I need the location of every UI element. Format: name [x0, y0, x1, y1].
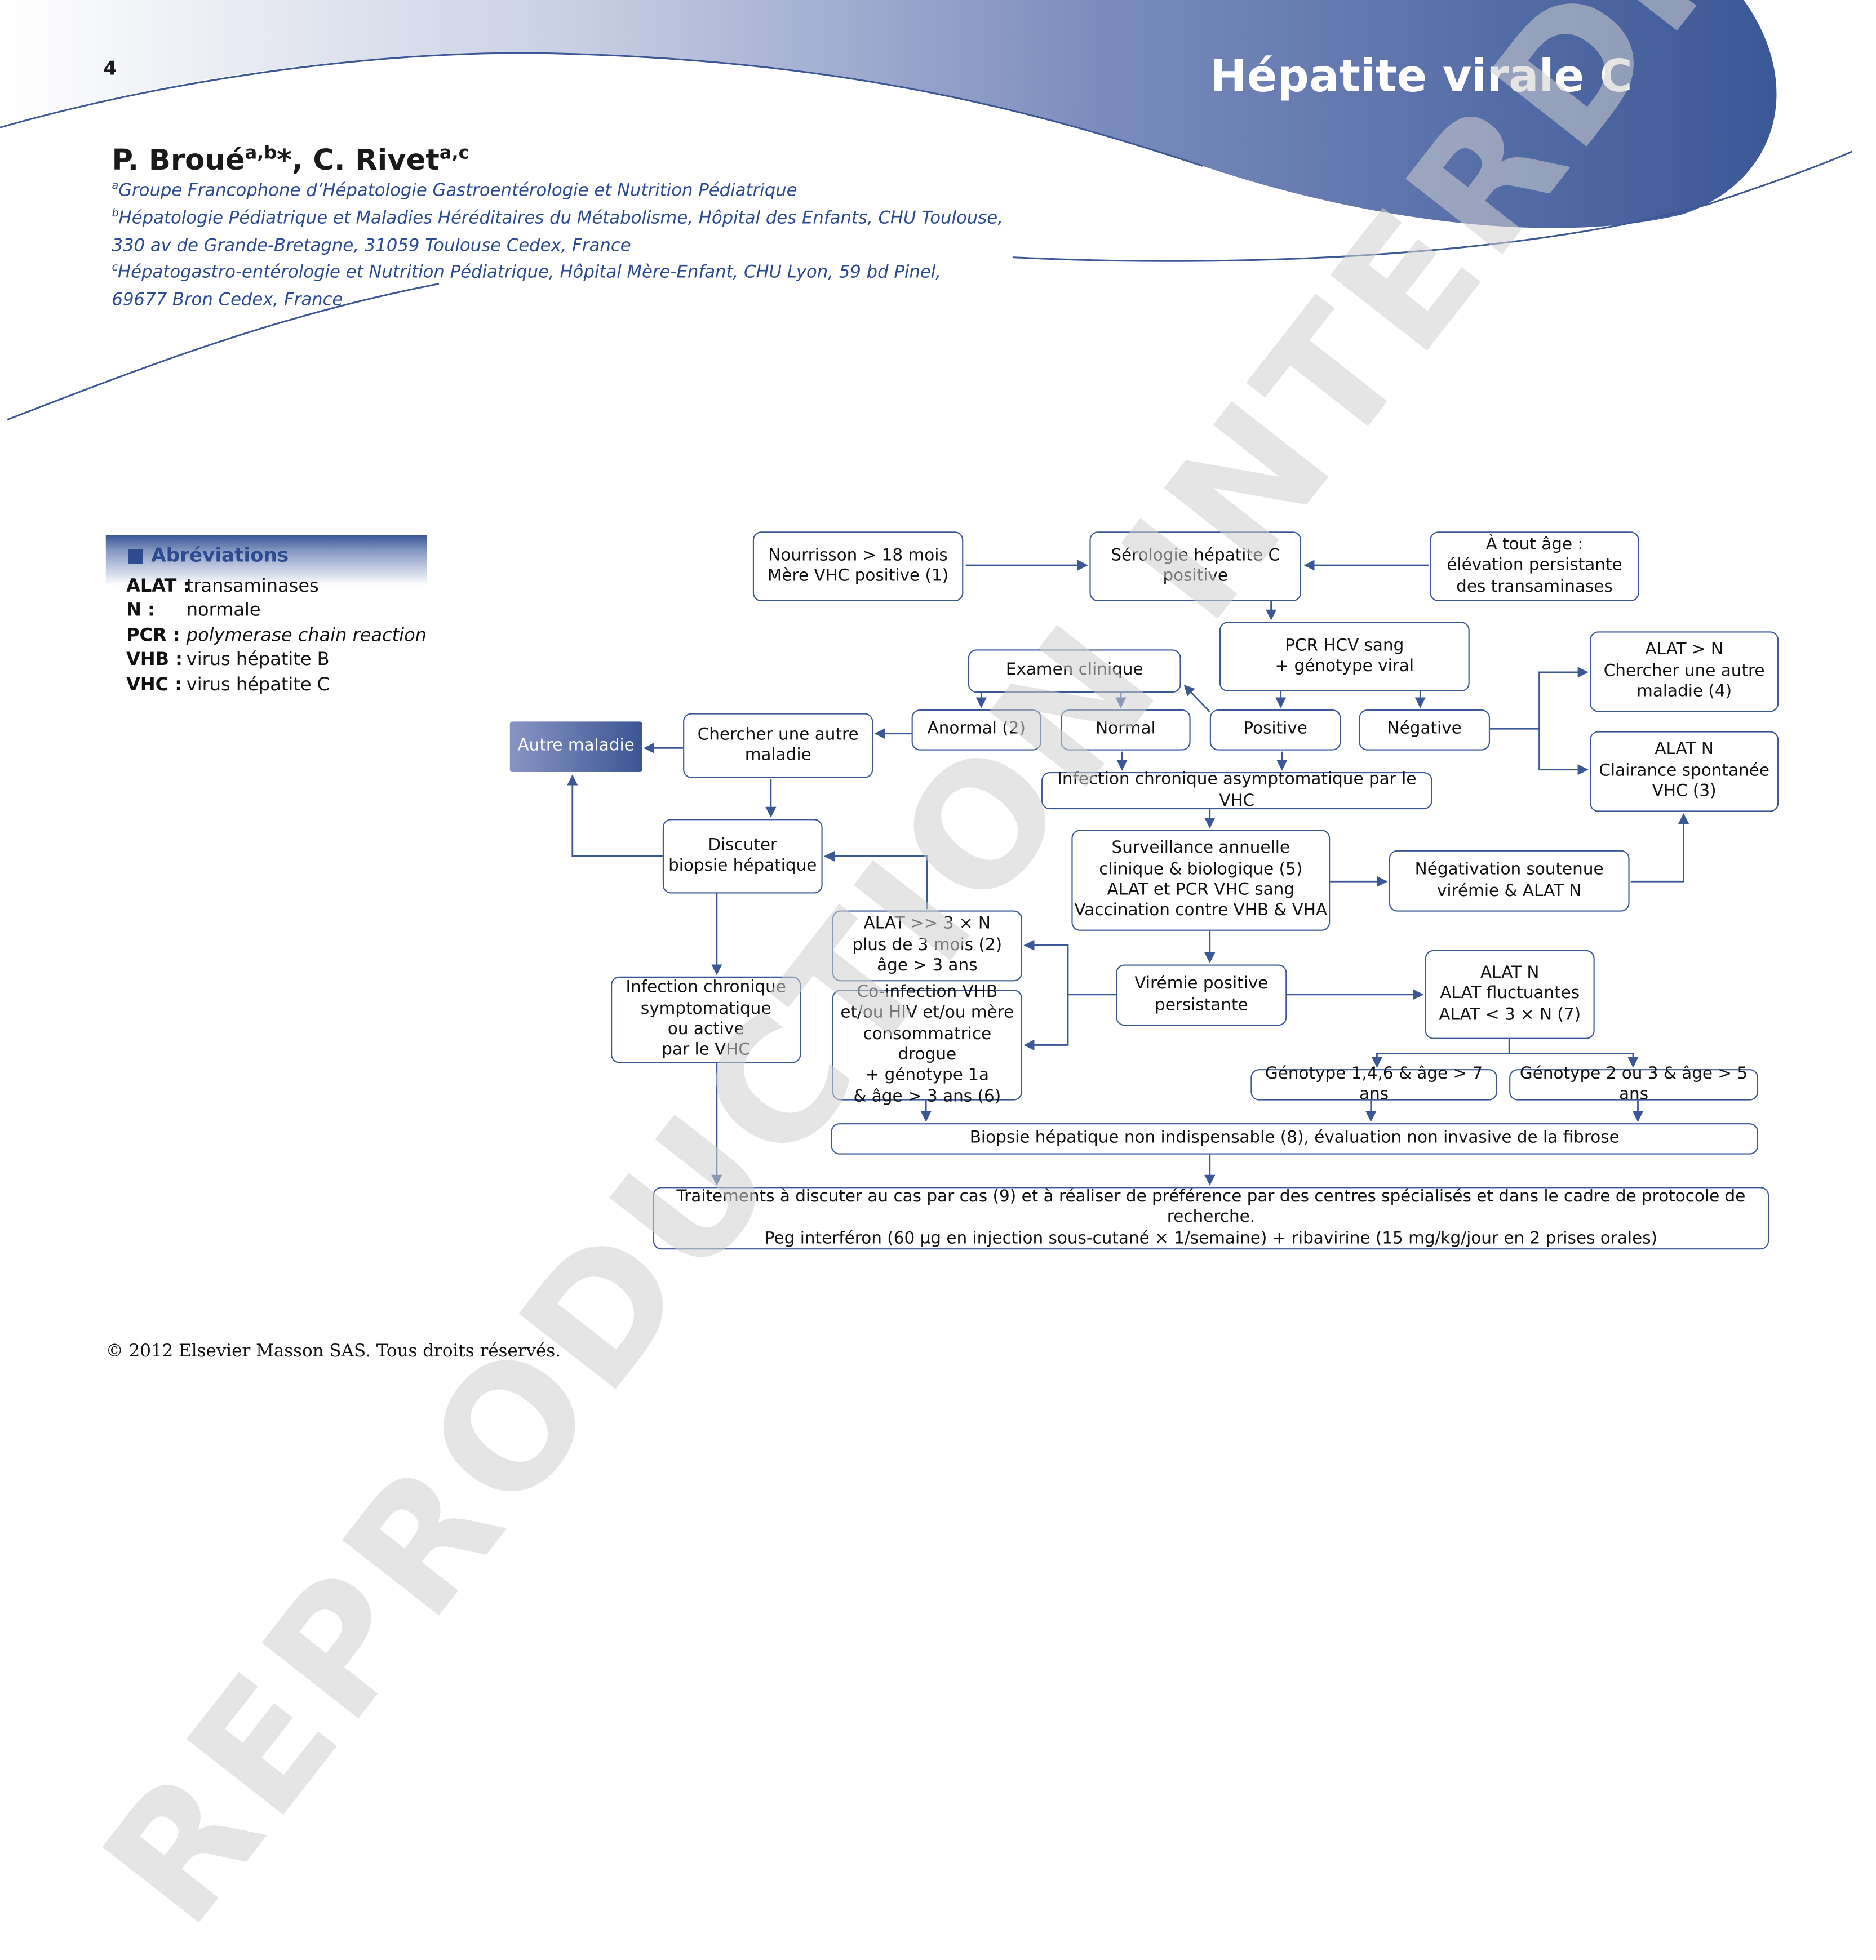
node-alat-sup-n: ALAT > N Chercher une autre maladie (4)	[1590, 631, 1779, 712]
node-discuter-biopsie: Discuter biopsie hépatique	[662, 819, 823, 894]
affiliation-sup: b	[112, 207, 119, 220]
affiliation-line: cHépatogastro-entérologie et Nutrition P…	[112, 258, 1003, 286]
abbreviation-row: N : normale	[126, 599, 261, 620]
node-negative: Négative	[1359, 709, 1491, 751]
node-genotype-146: Génotype 1,4,6 & âge > 7 ans	[1250, 1064, 1497, 1104]
node-coinfection: Co-infection VHB et/ou HIV et/ou mère co…	[832, 982, 1022, 1106]
abbreviations-box: ■ Abréviations ALAT :transaminases N : no…	[105, 535, 427, 704]
author-2-affil-sup: a,c	[439, 141, 469, 164]
node-pcr-hcv: PCR HCV sang + génotype viral	[1219, 622, 1470, 692]
node-positive: Positive	[1209, 709, 1341, 751]
affiliation-text: Hépatogastro-entérologie et Nutrition Pé…	[118, 263, 942, 283]
author-2: C. Rivet	[313, 143, 440, 177]
affiliation-text: 69677 Bron Cedex, France	[112, 291, 343, 311]
node-normal: Normal	[1061, 709, 1191, 751]
affiliation-text: Hépatologie Pédiatrique et Maladies Héré…	[118, 209, 1003, 228]
abbreviation-term: VHB :	[126, 648, 183, 670]
node-chercher-autre-maladie: Chercher une autre maladie	[683, 713, 873, 778]
flowchart-connectors	[567, 560, 1689, 1186]
page-title: Hépatite virale C	[1209, 50, 1633, 103]
abbreviation-term: PCR :	[126, 624, 180, 646]
node-traitements: Traitements à discuter au cas par cas (9…	[653, 1187, 1769, 1250]
abbreviation-row: VHC :virus hépatite C	[126, 673, 330, 695]
abbreviation-meaning: virus hépatite B	[186, 648, 330, 670]
node-surveillance-annuelle: Surveillance annuelle clinique & biologi…	[1071, 830, 1331, 931]
author-1: P. Broué	[112, 143, 245, 177]
square-bullet-icon: ■	[126, 543, 152, 567]
abbreviation-row: VHB :virus hépatite B	[126, 648, 330, 669]
abbreviation-meaning: polymerase chain reaction	[186, 624, 427, 646]
affiliation-text: 330 av de Grande-Bretagne, 31059 Toulous…	[112, 236, 631, 256]
node-examen-clinique: Examen clinique	[968, 649, 1181, 693]
author-1-affil-sup: a,b	[245, 141, 277, 164]
abbreviation-term: N :	[126, 598, 155, 621]
author-separator: ,	[292, 143, 313, 177]
corresponding-star: *	[277, 143, 292, 177]
affiliation-line: bHépatologie Pédiatrique et Maladies Hér…	[112, 203, 1003, 230]
node-clairance-spontanee: ALAT N Clairance spontanée VHC (3)	[1590, 731, 1779, 812]
node-genotype-23: Génotype 2 ou 3 & âge > 5 ans	[1509, 1064, 1758, 1104]
authors: P. Brouéa,b*, C. Riveta,c	[112, 142, 469, 177]
node-negativation-soutenue: Négativation soutenue virémie & ALAT N	[1389, 850, 1630, 912]
node-infection-asymptomatique: Infection chronique asymptomatique par l…	[1041, 770, 1432, 810]
affiliation-sup: c	[112, 263, 118, 275]
node-infection-symptomatique: Infection chronique symptomatique ou act…	[611, 976, 801, 1063]
node-anormal: Anormal (2)	[911, 709, 1042, 751]
abbreviation-meaning: virus hépatite C	[186, 673, 330, 695]
affiliation-text: Groupe Francophone d’Hépatologie Gastroe…	[118, 181, 797, 201]
node-viremie-positive: Virémie positive persistante	[1116, 964, 1287, 1026]
affiliation-sup: a	[112, 180, 119, 193]
node-autre-maladie: Autre maladie	[509, 721, 642, 773]
node-biopsie-non-indispensable: Biopsie hépatique non indispensable (8),…	[831, 1123, 1758, 1155]
affiliation-line: aGroupe Francophone d’Hépatologie Gastro…	[112, 176, 1003, 203]
node-tout-age: À tout âge : élévation persistante des t…	[1430, 531, 1639, 601]
copyright-notice: © 2012 Elsevier Masson SAS. Tous droits …	[105, 1342, 561, 1362]
abbreviations-title-text: Abréviations	[151, 543, 289, 567]
abbreviation-row: ALAT :transaminases	[126, 575, 319, 596]
abbreviation-term: ALAT :	[126, 575, 190, 597]
node-alat-fluctuantes: ALAT N ALAT fluctuantes ALAT < 3 × N (7)	[1425, 950, 1595, 1039]
affiliation-line: 330 av de Grande-Bretagne, 31059 Toulous…	[112, 230, 1003, 258]
abbreviation-meaning: normale	[186, 598, 261, 621]
abbreviations-title: ■ Abréviations	[126, 544, 289, 567]
page-number: 4	[103, 56, 117, 79]
node-alat-3n: ALAT >> 3 × N plus de 3 mois (2) âge > 3…	[832, 910, 1022, 982]
abbreviation-row: PCR : polymerase chain reaction	[126, 624, 427, 646]
header-wave-background	[0, 0, 1852, 421]
abbreviation-meaning: transaminases	[186, 575, 319, 597]
affiliation-line: 69677 Bron Cedex, France	[112, 285, 1003, 313]
node-serologie-positive: Sérologie hépatite C positive	[1089, 531, 1301, 601]
affiliations: aGroupe Francophone d’Hépatologie Gastro…	[112, 176, 1003, 313]
abbreviation-term: VHC :	[126, 673, 183, 695]
node-nourrisson: Nourrisson > 18 mois Mère VHC positive (…	[752, 531, 964, 601]
